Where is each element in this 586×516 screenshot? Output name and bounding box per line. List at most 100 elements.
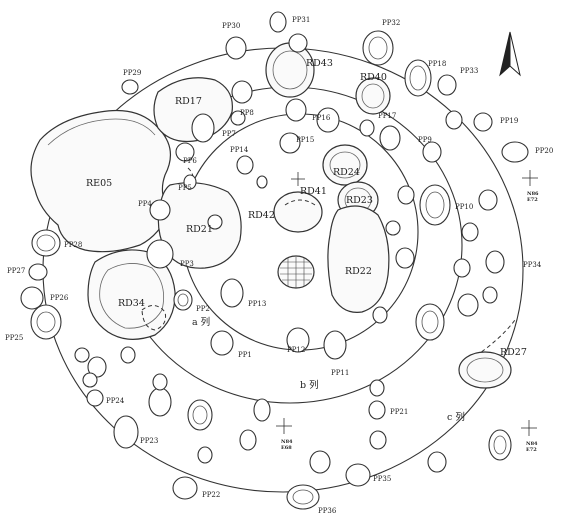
feature-rd22 xyxy=(327,205,390,313)
pit xyxy=(422,141,442,163)
label-pp4: PP4 xyxy=(138,200,152,208)
label-rd22: RD22 xyxy=(345,266,372,277)
label-pp29: PP29 xyxy=(123,69,141,77)
hearth-hatching xyxy=(280,257,312,288)
feature-rd42 xyxy=(273,191,323,233)
pit xyxy=(372,306,388,324)
label-pp35: PP35 xyxy=(373,475,391,483)
pit xyxy=(457,293,479,317)
label-pp23: PP23 xyxy=(140,437,158,445)
pit xyxy=(316,107,340,133)
pit xyxy=(82,372,98,388)
pit xyxy=(488,429,512,461)
pit xyxy=(74,347,90,363)
pit-pp4 xyxy=(149,199,171,221)
label-pp20: PP20 xyxy=(535,147,553,155)
pit xyxy=(461,222,479,242)
pit xyxy=(197,446,213,464)
pit-pp9 xyxy=(379,125,401,151)
pit-pp35 xyxy=(345,463,371,487)
label-pp11: PP11 xyxy=(331,369,349,377)
pit-pp31 xyxy=(269,11,287,33)
label-pp15: PP15 xyxy=(296,136,314,144)
pit xyxy=(120,346,136,364)
label-pp13: PP13 xyxy=(248,300,266,308)
pit xyxy=(187,399,213,431)
grid-n84-label: N84 xyxy=(526,441,538,447)
label-pp18: PP18 xyxy=(428,60,446,68)
pit xyxy=(230,110,246,126)
outer-ring-gap xyxy=(469,319,516,361)
label-row-c: c 列 xyxy=(447,411,465,423)
pit xyxy=(207,214,223,230)
label-rd23: RD23 xyxy=(346,195,373,206)
label-rd27: RD27 xyxy=(500,347,527,358)
label-rd40: RD40 xyxy=(360,72,387,83)
grid-n86-label: N86 xyxy=(527,191,539,197)
pit-pp26 xyxy=(20,286,44,310)
pit xyxy=(453,258,471,278)
label-pp31: PP31 xyxy=(292,16,310,24)
label-pp9: PP9 xyxy=(418,136,432,144)
label-row-b: b 列 xyxy=(300,379,319,391)
pit-pp6 xyxy=(175,142,195,162)
pit-pp31b xyxy=(288,33,308,53)
feature-labels: RE05 RD17 RD21 RD34 RD43 RD40 RD24 RD41 … xyxy=(86,58,527,358)
pit xyxy=(87,356,107,378)
label-rd42: RD42 xyxy=(248,210,275,221)
label-pp16: PP16 xyxy=(312,114,331,122)
label-pp36: PP36 xyxy=(318,507,337,515)
grid-crosses xyxy=(276,170,538,436)
pit-pp8 xyxy=(231,80,253,104)
pit-pp19 xyxy=(473,112,493,132)
label-re05: RE05 xyxy=(86,178,112,189)
label-pp14: PP14 xyxy=(230,146,249,154)
label-pp6: PP6 xyxy=(183,157,197,165)
pit xyxy=(369,379,385,397)
grid-n84-label: N84 xyxy=(281,439,293,445)
feature-rd24 xyxy=(322,144,368,186)
label-pp27: PP27 xyxy=(7,267,25,275)
pit xyxy=(385,220,401,236)
pit-pp36 xyxy=(286,484,320,510)
pit xyxy=(253,398,271,422)
label-pp34: PP34 xyxy=(523,261,542,269)
feature-rd27 xyxy=(458,351,512,389)
label-pp7: PP7 xyxy=(222,130,236,138)
label-pp26: PP26 xyxy=(50,294,69,302)
label-pp12: PP12 xyxy=(287,346,305,354)
label-pp30: PP30 xyxy=(222,22,240,30)
pit xyxy=(183,174,197,190)
pit-pp34 xyxy=(485,250,505,274)
postholes xyxy=(20,11,529,510)
pit-pp13 xyxy=(220,278,244,308)
pit xyxy=(478,189,498,211)
pit xyxy=(397,185,415,205)
pit-pp20 xyxy=(501,141,529,163)
pit-pp29 xyxy=(121,79,139,95)
label-pp32: PP32 xyxy=(382,19,400,27)
pit xyxy=(309,450,331,474)
pit xyxy=(256,175,268,189)
label-pp24: PP24 xyxy=(106,397,125,405)
pit xyxy=(445,110,463,130)
pit xyxy=(239,429,257,451)
pit-pp15 xyxy=(279,132,301,154)
pit-pp12 xyxy=(286,327,310,353)
grid-e72-label: E72 xyxy=(527,197,538,203)
pit-pp22 xyxy=(172,476,198,500)
label-pp2: PP2 xyxy=(196,305,210,313)
feature-rd40 xyxy=(355,77,391,115)
large-features xyxy=(30,42,512,389)
pit-pp25 xyxy=(30,304,62,340)
label-pp22: PP22 xyxy=(202,491,220,499)
grid-e72-label: E72 xyxy=(526,447,537,453)
pit xyxy=(415,303,445,341)
label-pp28: PP28 xyxy=(64,241,82,249)
pit xyxy=(395,247,415,269)
label-rd21: RD21 xyxy=(186,224,213,235)
label-rd24: RD24 xyxy=(333,167,360,178)
label-pp21: PP21 xyxy=(390,408,408,416)
pit-pp11 xyxy=(323,330,347,360)
grid-e68-label: E68 xyxy=(281,445,292,451)
